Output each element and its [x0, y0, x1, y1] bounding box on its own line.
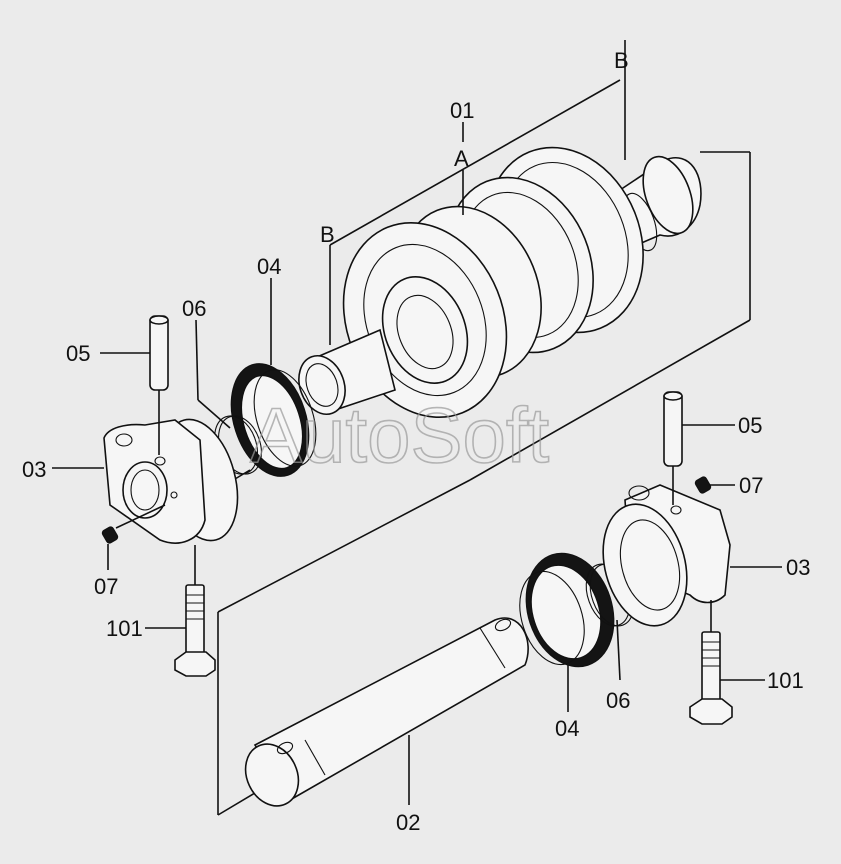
pin-right — [663, 391, 683, 505]
label-part-02: 02 — [396, 810, 420, 835]
label-part-06-top: 06 — [182, 296, 206, 321]
setscrew-right — [694, 476, 712, 494]
watermark: AutoSoft — [250, 391, 550, 479]
label-part-04-bottom: 04 — [555, 716, 579, 741]
roller-body — [298, 146, 702, 419]
label-part-03-right: 03 — [786, 555, 810, 580]
label-part-101-right: 101 — [767, 668, 804, 693]
seal-bottom — [519, 552, 615, 668]
label-part-03-left: 03 — [22, 457, 46, 482]
pin-left — [149, 315, 169, 455]
bolt-left — [174, 545, 216, 677]
leader-lines — [52, 122, 782, 805]
part-labels: 01 A B B 04 06 05 03 07 101 05 07 03 101… — [22, 48, 810, 835]
label-detail-a: A — [454, 146, 469, 171]
setscrew-left — [101, 504, 166, 544]
label-part-05-right: 05 — [738, 413, 762, 438]
label-part-01: 01 — [450, 98, 474, 123]
label-part-06-bottom: 06 — [606, 688, 630, 713]
label-part-101-left: 101 — [106, 616, 143, 641]
bolt-right — [689, 600, 733, 725]
label-part-07-left: 07 — [94, 574, 118, 599]
frame-lines — [217, 40, 751, 816]
label-detail-b-right: B — [614, 48, 629, 73]
shaft — [244, 617, 529, 807]
label-part-04-top: 04 — [257, 254, 281, 279]
label-detail-b-left: B — [320, 222, 335, 247]
label-part-07-right: 07 — [739, 473, 763, 498]
bracket-left — [103, 418, 239, 544]
bracket-right — [602, 484, 731, 627]
label-part-05-left: 05 — [66, 341, 90, 366]
